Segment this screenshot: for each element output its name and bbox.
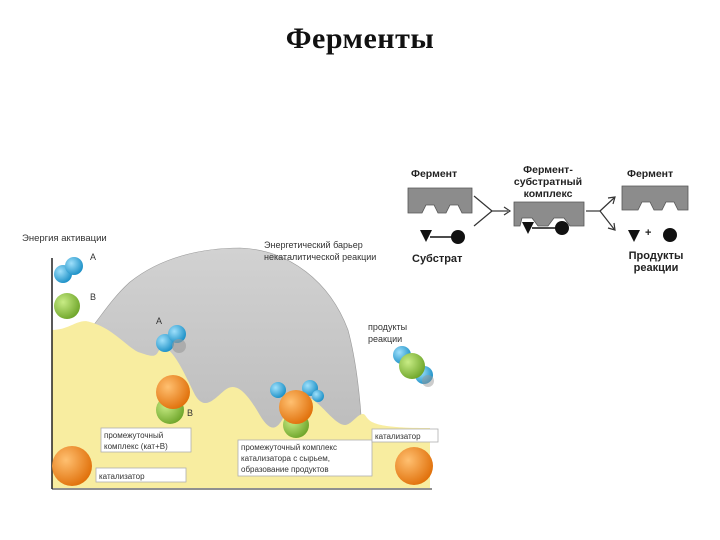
products-label-line2: реакции <box>368 334 402 344</box>
plus-sign: + <box>645 227 651 239</box>
substrate-label: Субстрат <box>412 253 463 265</box>
enzyme-left-shape <box>407 187 473 214</box>
catalyst-right-box <box>371 428 439 443</box>
activation-energy-label: Энергия активации <box>22 233 107 244</box>
intermediate2-line2: катализатора с сырьем, <box>241 454 330 463</box>
page-title: Ферменты <box>285 22 435 55</box>
arrow-in-head <box>503 206 512 216</box>
substrate-ball <box>451 230 465 244</box>
complex-blue-atom <box>270 382 286 398</box>
reactant-b-molecule <box>54 293 80 319</box>
intermediate2-line1: промежуточный комплекс <box>241 443 337 452</box>
arrow-out-bottom-head <box>607 222 616 231</box>
catalyst-left-label: катализатор <box>99 472 145 481</box>
reactant-b-label: B <box>90 292 96 302</box>
enzyme-left-label: Фермент <box>411 168 457 180</box>
products-label-line1: продукты <box>368 322 407 332</box>
reactant-a-label: A <box>90 252 96 262</box>
arrow-out-top <box>599 197 615 212</box>
intermediate1-line1: промежуточный <box>104 431 163 440</box>
intermediate1-line2: комплекс (кат+В) <box>104 442 168 451</box>
intermediate2-box <box>237 439 373 477</box>
energy-diagram: Энергия активации A B Энергетический бар… <box>22 233 439 490</box>
complex-label-line1: Фермент- <box>523 164 573 176</box>
inner-a-shadow <box>172 339 186 353</box>
arrow-in-bottom <box>473 210 493 227</box>
product-green-molecule <box>399 353 425 379</box>
inner-a-label: A <box>156 316 162 326</box>
intermediate2-line3: образование продуктов <box>241 465 329 474</box>
inner-b-label: B <box>187 408 193 418</box>
barrier-label-line2: некаталитической реакции <box>264 252 376 262</box>
complex-shape <box>513 201 585 227</box>
product-triangle <box>628 230 640 242</box>
inner-a-atom <box>168 325 186 343</box>
intermediate1-box <box>100 427 192 453</box>
complex-blue-atom <box>312 390 324 402</box>
complex-label-line2: субстратный <box>514 176 582 188</box>
barrier-label-line1: Энергетический барьер <box>264 240 363 250</box>
complex-substrate-triangle <box>522 222 534 234</box>
catalyst-right-label: катализатор <box>375 432 421 441</box>
enzyme-right-shape <box>621 185 689 211</box>
complex-label-line3: комплекс <box>524 188 573 200</box>
arrow-in-top <box>473 195 493 212</box>
complex-substrate-ball <box>555 221 569 235</box>
product-shadow <box>422 375 434 387</box>
product-ball <box>663 228 677 242</box>
arrow-out-top-head <box>607 196 616 205</box>
enzyme-right-label: Фермент <box>627 168 673 180</box>
complex-catalyst <box>279 390 313 424</box>
reactant-a-atom <box>65 257 83 275</box>
products-right-line2: реакции <box>634 262 679 274</box>
enzyme-scheme: Фермент Фермент- субстратный комплекс Фе… <box>407 164 689 274</box>
catalyst-left-ball <box>52 446 92 486</box>
substrate-triangle <box>420 230 432 242</box>
intermediate-catalyst <box>156 375 190 409</box>
catalyst-left-box <box>95 467 187 483</box>
products-right-line1: Продукты <box>629 250 684 262</box>
arrow-out-bottom <box>599 210 615 230</box>
catalyst-right-ball <box>395 447 433 485</box>
